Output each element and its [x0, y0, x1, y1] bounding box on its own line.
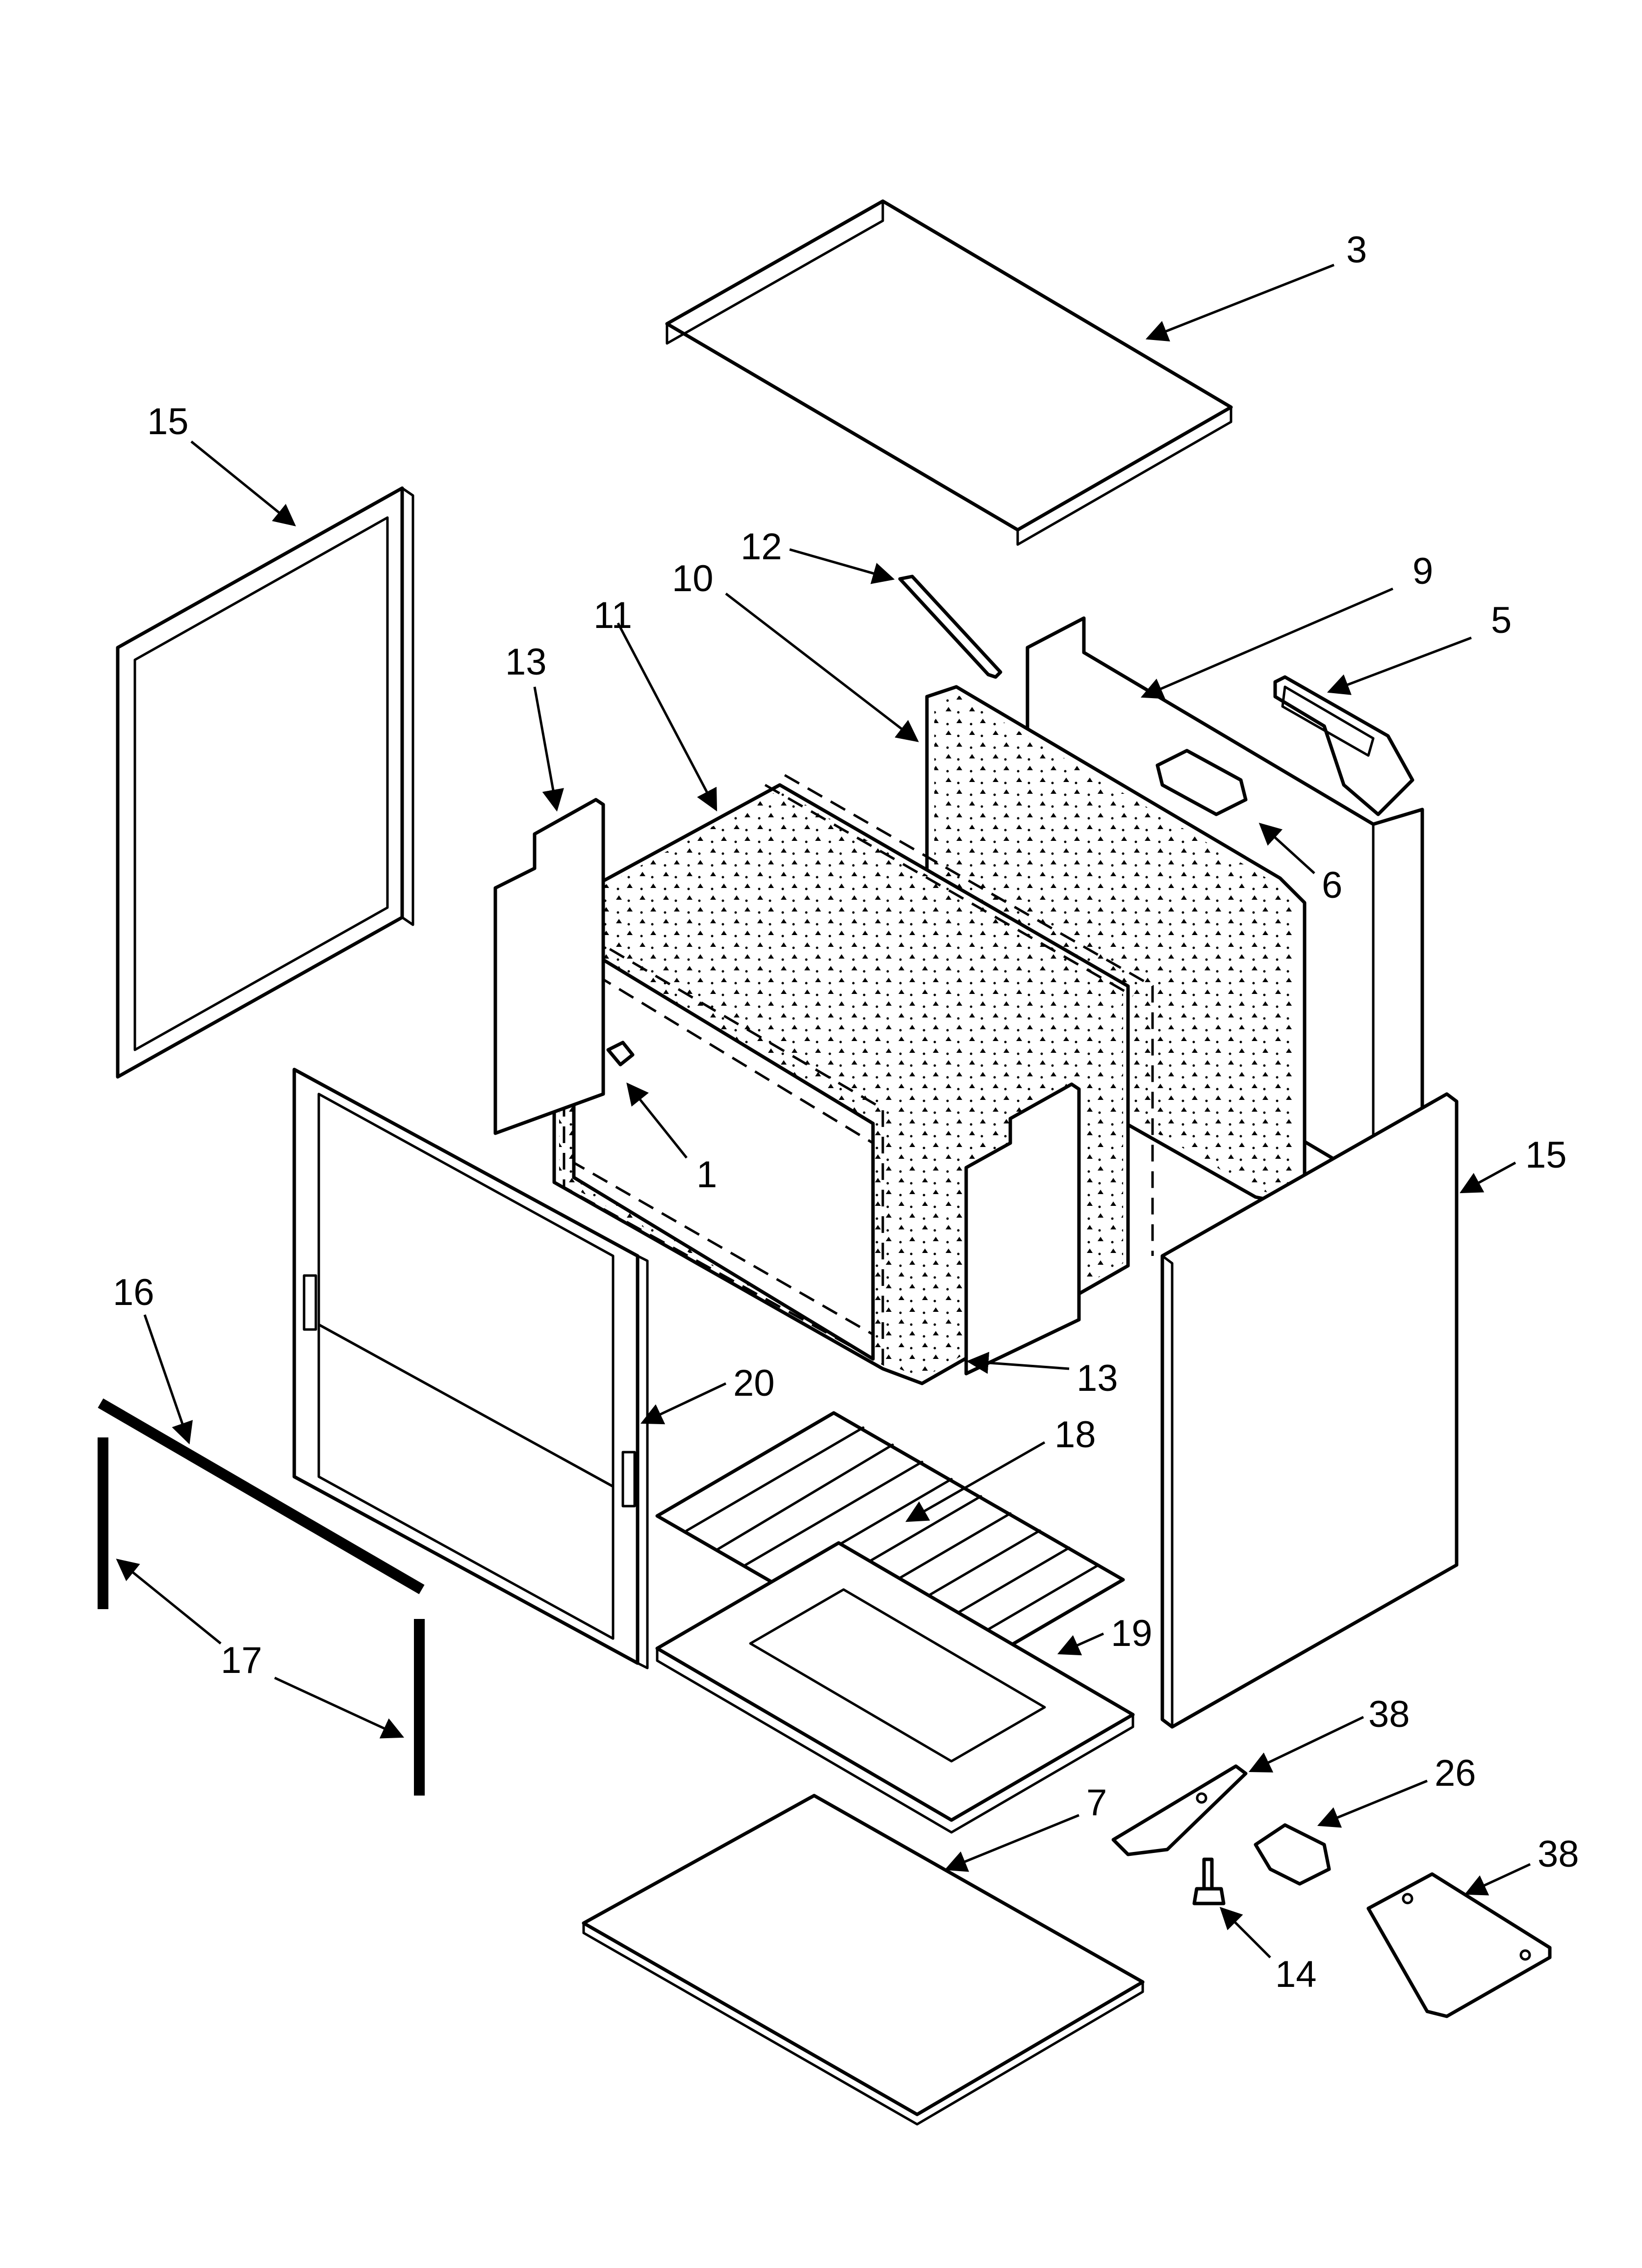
callout-9: 9: [1412, 550, 1433, 592]
callout-12: 12: [741, 526, 782, 568]
gasket-parts: [98, 1398, 425, 1796]
retainer-left-part: [493, 798, 605, 1135]
leader-lines: [116, 263, 1531, 1958]
gasket-top-shape: [98, 1398, 425, 1594]
callout-labels: 3 15 12 10 9 5 11 13 6 1 15 16 20 13 18 …: [113, 229, 1579, 1995]
side-panel-left-part: [116, 486, 414, 1079]
callout-5: 5: [1491, 600, 1512, 641]
callout-13-right: 13: [1077, 1357, 1118, 1399]
callout-13-left: 13: [505, 641, 547, 683]
front-frame-part: [292, 1068, 649, 1669]
leveling-leg-part: [1192, 1857, 1226, 1905]
callout-1: 1: [696, 1154, 717, 1196]
callout-14: 14: [1275, 1954, 1317, 1995]
callout-11: 11: [593, 595, 632, 636]
clip-part: [898, 574, 1002, 679]
callout-26: 26: [1435, 1752, 1476, 1794]
side-panel-right-part: [1160, 1092, 1459, 1729]
callout-3: 3: [1346, 229, 1367, 271]
bracket-large-part: [1366, 1872, 1552, 2018]
callout-19: 19: [1111, 1613, 1153, 1654]
top-panel-part: [665, 199, 1233, 546]
callout-17: 17: [221, 1640, 262, 1681]
callout-18: 18: [1054, 1414, 1096, 1456]
callout-16: 16: [113, 1272, 154, 1313]
bottom-panel-part: [582, 1794, 1145, 2126]
callout-15-left: 15: [147, 401, 189, 443]
callout-20: 20: [733, 1362, 775, 1404]
callout-10: 10: [672, 558, 714, 600]
callout-38-large: 38: [1538, 1833, 1579, 1875]
callout-15-right: 15: [1525, 1134, 1567, 1176]
callout-7: 7: [1086, 1782, 1107, 1824]
bracket-small-part: [1111, 1764, 1248, 1856]
anti-tip-clip-part: [1254, 1823, 1331, 1886]
base-frame-part: [655, 1541, 1135, 1834]
callout-38-small: 38: [1368, 1694, 1410, 1735]
grommet-shape: [1155, 749, 1248, 816]
callout-6: 6: [1322, 864, 1342, 906]
